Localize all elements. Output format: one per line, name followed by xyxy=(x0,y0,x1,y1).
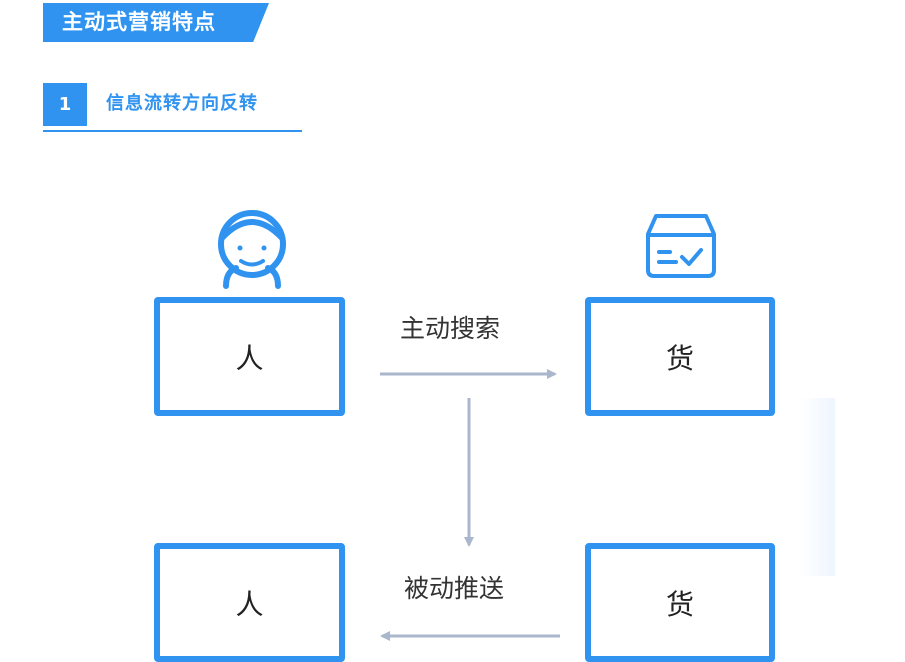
edge-label-passive-push: 被动推送 xyxy=(404,574,505,603)
node-person-top: 人 xyxy=(154,297,345,416)
edge-label-active-search: 主动搜索 xyxy=(400,314,501,343)
person-icon xyxy=(218,210,286,289)
node-goods-top: 货 xyxy=(585,297,775,416)
step-label: 信息流转方向反转 xyxy=(106,93,258,114)
page-title: 主动式营销特点 xyxy=(62,10,216,34)
decorative-fade-panel xyxy=(800,398,835,576)
node-person-bottom: 人 xyxy=(154,543,345,662)
step-underline xyxy=(43,130,302,132)
package-icon xyxy=(646,214,716,278)
step-number-badge: 1 xyxy=(43,83,87,126)
title-banner xyxy=(43,3,269,42)
node-goods-bottom: 货 xyxy=(585,543,775,662)
